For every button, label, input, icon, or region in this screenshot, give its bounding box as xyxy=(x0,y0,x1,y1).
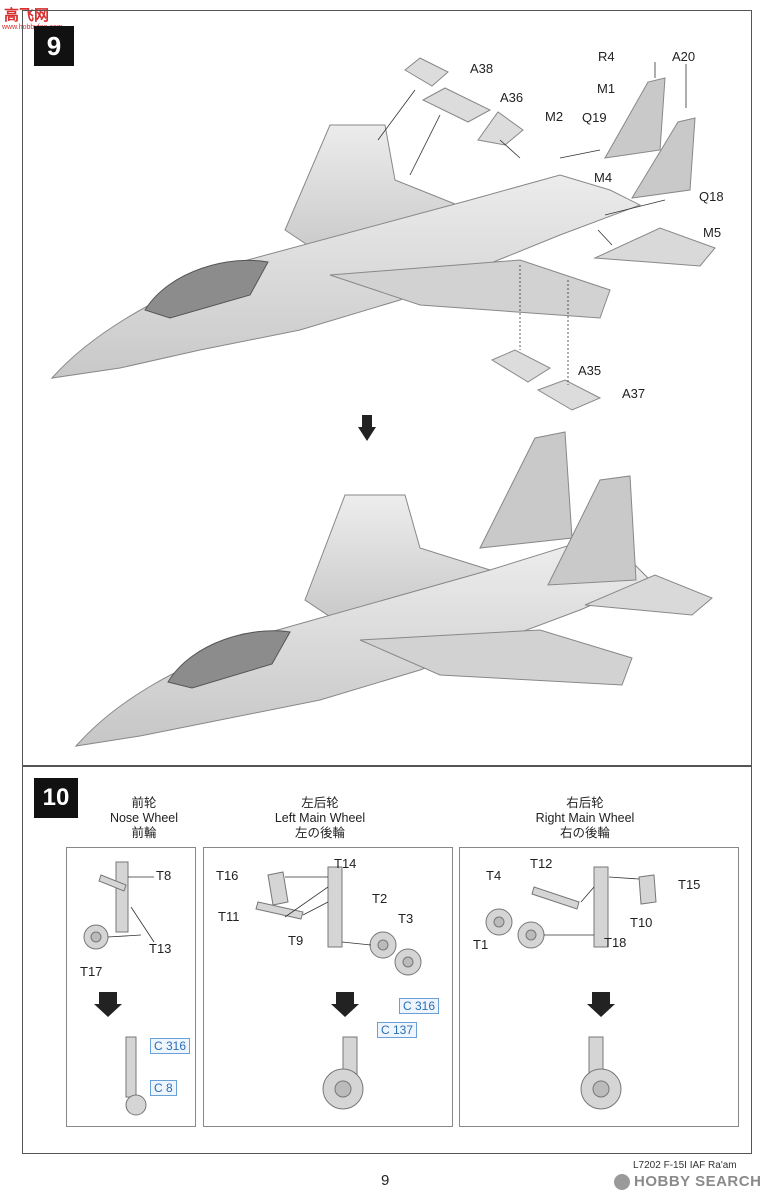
part-label-T16: T16 xyxy=(216,868,239,883)
step-9-down-arrow xyxy=(358,415,376,441)
part-label-Q18: Q18 xyxy=(699,189,724,204)
part-label-T14: T14 xyxy=(334,856,357,871)
nose-wheel-drawing xyxy=(83,861,155,1116)
watermark-logo-text: 高飞网 xyxy=(4,7,50,24)
step-9-number: 9 xyxy=(34,26,74,66)
ref-badge-C137-left: C 137 xyxy=(377,1022,418,1038)
part-label-T10: T10 xyxy=(630,915,653,930)
watermark-logo-subtext: www.hobbyfan.com xyxy=(2,24,63,31)
part-label-T3: T3 xyxy=(398,911,414,926)
part-label-T1: T1 xyxy=(473,937,489,952)
caption-right-jp: 右の後輪 xyxy=(559,826,610,840)
caption-left-main-wheel: 左后轮 Left Main Wheel 左の後輪 xyxy=(250,796,390,841)
ref-badge-C316-nose: C 316 xyxy=(150,1038,191,1054)
part-label-A35: A35 xyxy=(578,363,602,378)
part-label-T18: T18 xyxy=(604,935,627,950)
left-wheel-panel xyxy=(203,847,453,1127)
part-label-T12: T12 xyxy=(530,856,553,871)
part-label-A38: A38 xyxy=(470,61,494,76)
caption-left-cn: 左后轮 xyxy=(301,796,339,810)
caption-right-cn: 右后轮 xyxy=(566,796,604,810)
part-label-T17: T17 xyxy=(80,964,103,979)
part-label-M4: M4 xyxy=(594,170,613,185)
part-label-M2: M2 xyxy=(545,109,564,124)
part-label-M5: M5 xyxy=(703,225,722,240)
ref-badge-C316-left: C 316 xyxy=(399,998,440,1014)
ref-badge-C8-nose: C 8 xyxy=(150,1080,177,1096)
part-label-T15: T15 xyxy=(678,877,701,892)
part-label-T4: T4 xyxy=(486,868,502,883)
aircraft-exploded-drawing xyxy=(50,57,716,411)
step-10-number: 10 xyxy=(34,778,78,818)
caption-right-main-wheel: 右后轮 Right Main Wheel 右の後輪 xyxy=(515,796,655,841)
part-label-T8: T8 xyxy=(156,868,172,883)
part-label-A37: A37 xyxy=(622,386,646,401)
right-wheel-panel xyxy=(459,847,739,1127)
aircraft-assembled-drawing xyxy=(74,431,713,747)
caption-nose-cn: 前轮 xyxy=(131,796,157,810)
part-label-M1: M1 xyxy=(597,81,616,96)
part-label-T13: T13 xyxy=(149,941,172,956)
page-number: 9 xyxy=(381,1172,390,1189)
watermark-logo: 高飞网 xyxy=(4,4,49,25)
part-label-T11: T11 xyxy=(218,909,240,924)
right-wheel-drawing xyxy=(485,866,657,1110)
part-label-T2: T2 xyxy=(372,891,388,906)
nose-wheel-panel xyxy=(66,847,196,1127)
part-label-Q19: Q19 xyxy=(582,110,607,125)
caption-left-en: Left Main Wheel xyxy=(274,811,366,825)
part-label-A36: A36 xyxy=(500,90,524,105)
caption-nose-en: Nose Wheel xyxy=(109,811,179,825)
part-label-R4: R4 xyxy=(598,49,615,64)
part-label-T9: T9 xyxy=(288,933,304,948)
caption-left-jp: 左の後輪 xyxy=(294,826,345,840)
hobbysearch-watermark: HOBBY SEARCH xyxy=(634,1173,762,1190)
footer-kit-code: L7202 F-15I IAF Ra'am xyxy=(633,1160,737,1171)
step-9-frame xyxy=(22,10,752,766)
left-wheel-drawing xyxy=(255,866,422,1110)
caption-right-en: Right Main Wheel xyxy=(535,811,635,825)
watermark-logo-sub: www.hobbyfan.com xyxy=(2,24,63,31)
step-10-frame xyxy=(22,766,752,1154)
caption-nose-jp: 前輪 xyxy=(131,826,157,840)
part-label-A20: A20 xyxy=(672,49,696,64)
caption-nose-wheel: 前轮 Nose Wheel 前輪 xyxy=(84,796,204,841)
hobbysearch-icon xyxy=(614,1174,630,1190)
